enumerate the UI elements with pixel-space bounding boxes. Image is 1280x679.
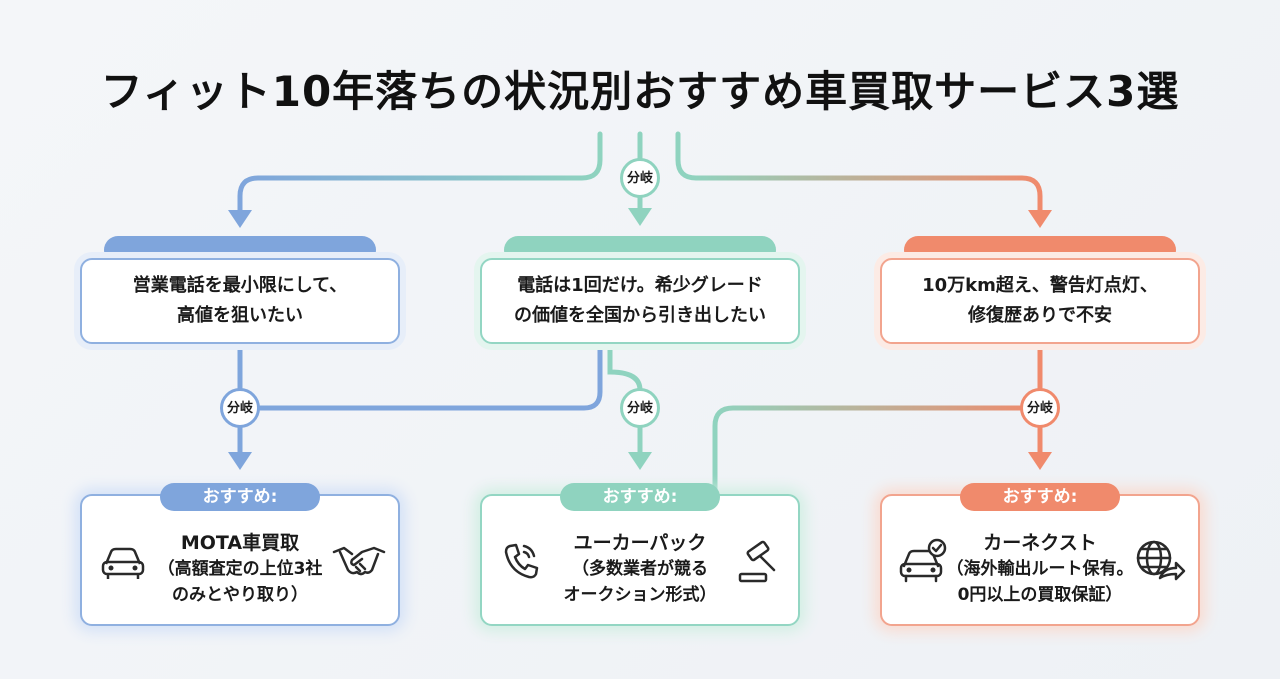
- connector-center-to-left: [255, 345, 603, 411]
- arrow-top-center: [628, 208, 652, 226]
- situation-left-line1: 営業電話を最小限にして、: [132, 275, 348, 296]
- service-detail-ucarpac-2: オークション形式）: [563, 585, 717, 605]
- service-name-mota: MOTA車買取: [180, 532, 300, 554]
- branch-bubble-left: 分岐: [220, 388, 260, 428]
- arrow-bottom-right: [1028, 452, 1052, 470]
- situation-right-line1: 10万km超え、警告灯点灯、: [922, 275, 1158, 296]
- situation-box-right: 10万km超え、警告灯点灯、 修復歴ありで不安: [880, 258, 1200, 344]
- connector-right-to-center: [712, 397, 1043, 495]
- situation-left-line2: 高値を狙いたい: [177, 305, 303, 326]
- arrow-bottom-center: [628, 452, 652, 470]
- service-detail-carnext-1: （海外輸出ルート保有。: [946, 559, 1134, 579]
- connector-top-left: [237, 131, 603, 215]
- connector-top-right: [675, 131, 1043, 215]
- service-detail-carnext-2: 0円以上の買取保証）: [957, 585, 1123, 605]
- arrow-top-left: [228, 210, 252, 228]
- service-detail-ucarpac-1: （多数業者が競る: [572, 559, 708, 579]
- result-box-left: MOTA車買取 （高額査定の上位3社 のみとやり取り）: [80, 494, 400, 626]
- handshake-icon: [332, 546, 386, 576]
- recommend-pill-right: おすすめ:: [960, 483, 1120, 511]
- situation-box-left: 営業電話を最小限にして、 高値を狙いたい: [80, 258, 400, 344]
- branch-bubble-right: 分岐: [1020, 388, 1060, 428]
- branch-bubble-top: 分岐: [620, 158, 660, 198]
- situation-right-line2: 修復歴ありで不安: [968, 305, 1112, 326]
- result-box-center: ユーカーパック （多数業者が競る オークション形式）: [480, 494, 800, 626]
- branch-bubble-center: 分岐: [620, 388, 660, 428]
- situation-center-line1: 電話は1回だけ。希少グレード: [517, 275, 763, 296]
- situation-center-line2: の価値を全国から引き出したい: [514, 305, 766, 326]
- arrow-bottom-left: [228, 452, 252, 470]
- recommend-pill-center: おすすめ:: [560, 483, 720, 511]
- car-icon: [101, 547, 145, 579]
- service-detail-mota-1: （高額査定の上位3社: [157, 559, 323, 579]
- service-name-carnext: カーネクスト: [983, 532, 1097, 554]
- phone-icon: [504, 543, 539, 579]
- service-name-ucarpac: ユーカーパック: [573, 532, 707, 554]
- car-check-icon: [899, 538, 947, 583]
- globe-export-icon: [1136, 540, 1186, 581]
- recommend-pill-left: おすすめ:: [160, 483, 320, 511]
- situation-box-center: 電話は1回だけ。希少グレード の価値を全国から引き出したい: [480, 258, 800, 344]
- service-detail-mota-2: のみとやり取り）: [172, 585, 308, 605]
- arrow-top-right: [1028, 210, 1052, 228]
- result-box-right: カーネクスト （海外輸出ルート保有。 0円以上の買取保証）: [880, 494, 1200, 626]
- page-title: フィット10年落ちの状況別おすすめ車買取サービス3選: [100, 67, 1180, 116]
- gavel-icon: [738, 540, 776, 583]
